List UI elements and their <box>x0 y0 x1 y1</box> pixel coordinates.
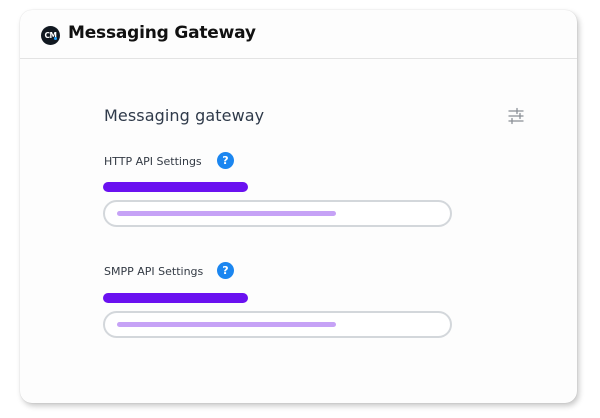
messaging-gateway-card: CM Messaging Gateway Messaging gateway H… <box>20 10 577 403</box>
logo-dot <box>54 37 57 40</box>
card-header: CM Messaging Gateway <box>20 10 577 59</box>
http-input-placeholder-bar <box>117 211 336 216</box>
smpp-api-settings-input[interactable] <box>103 311 452 338</box>
logo-text: CM <box>44 31 57 40</box>
http-help-icon[interactable]: ? <box>217 152 234 169</box>
smpp-value-bar <box>103 293 248 303</box>
http-value-bar <box>103 182 248 192</box>
smpp-input-placeholder-bar <box>117 322 336 327</box>
http-api-settings-input[interactable] <box>103 200 452 227</box>
section-title: Messaging gateway <box>104 106 265 125</box>
page-title: Messaging Gateway <box>68 23 256 43</box>
http-api-settings-label: HTTP API Settings <box>104 155 202 168</box>
cm-logo-icon: CM <box>41 26 60 45</box>
sliders-icon[interactable] <box>506 107 526 125</box>
smpp-api-settings-label: SMPP API Settings <box>104 265 204 278</box>
smpp-help-icon[interactable]: ? <box>217 262 234 279</box>
